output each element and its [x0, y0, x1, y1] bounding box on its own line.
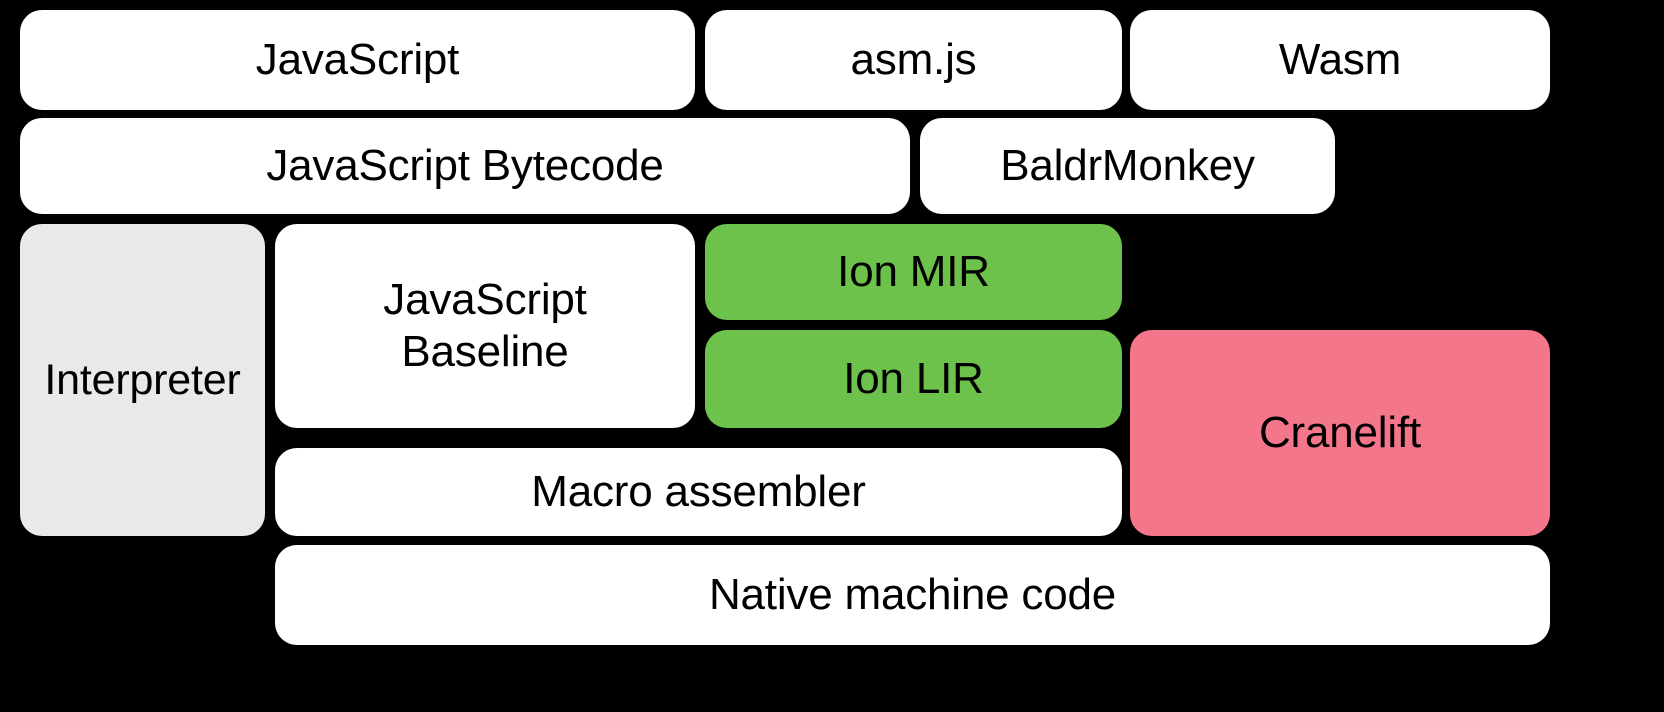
- node-cranelift: Cranelift: [1130, 330, 1550, 536]
- node-wasm: Wasm: [1130, 10, 1550, 110]
- node-native-machine-code: Native machine code: [275, 545, 1550, 645]
- node-interpreter: Interpreter: [20, 224, 265, 536]
- node-ion-mir: Ion MIR: [705, 224, 1122, 320]
- node-macro-assembler: Macro assembler: [275, 448, 1122, 536]
- node-javascript-bytecode: JavaScript Bytecode: [20, 118, 910, 214]
- node-ion-lir: Ion LIR: [705, 330, 1122, 428]
- node-javascript-baseline: JavaScript Baseline: [275, 224, 695, 428]
- node-javascript: JavaScript: [20, 10, 695, 110]
- node-baldrmonkey: BaldrMonkey: [920, 118, 1335, 214]
- node-asm-js: asm.js: [705, 10, 1122, 110]
